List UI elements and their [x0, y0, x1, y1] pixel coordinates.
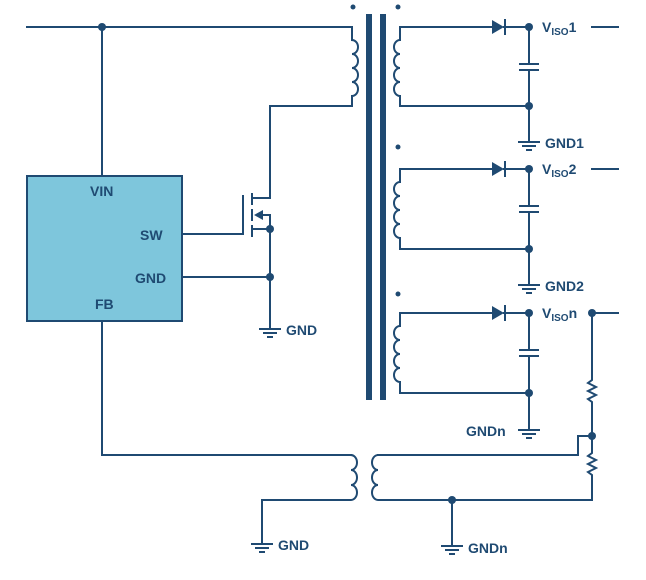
diode-icon — [492, 19, 506, 35]
diode-icon — [492, 305, 506, 321]
primary-ground-label: GND — [286, 322, 317, 338]
fb-wire — [101, 320, 352, 456]
secondary-winding-1 — [393, 26, 530, 107]
capacitor-icon — [519, 312, 539, 394]
pin-label-vin: VIN — [90, 183, 113, 199]
polarity-dot — [395, 144, 401, 150]
input-rail-wire — [26, 26, 353, 41]
ground-symbol-icon — [251, 543, 273, 553]
output-2: GND2 VISO2 — [393, 144, 619, 294]
transformer-core — [366, 14, 386, 400]
output-1: GND1 VISO1 — [393, 4, 619, 151]
secondary-winding-2 — [393, 168, 530, 250]
feedback-secondary-ground-label: GNDn — [468, 540, 508, 556]
polarity-dot — [350, 4, 356, 10]
feedback-primary-ground-label: GND — [278, 537, 309, 553]
ground-symbol-icon — [518, 141, 540, 151]
output-2-ground-label: GND2 — [545, 278, 584, 294]
ground-symbol-icon — [518, 429, 540, 439]
ground-symbol-icon — [441, 545, 463, 555]
primary-winding — [269, 38, 359, 179]
divider-tap-wire — [377, 435, 593, 456]
ground-symbol-icon — [259, 328, 281, 338]
pin-label-sw: SW — [140, 227, 163, 243]
controller-ic: VIN SW GND FB — [26, 175, 183, 322]
capacitor-icon — [519, 168, 539, 250]
polarity-dot — [395, 291, 401, 297]
output-1-voltage-label: VISO1 — [542, 19, 577, 38]
pin-label-gnd: GND — [135, 270, 166, 286]
secondary-winding-n — [393, 312, 530, 394]
output-n-voltage-label: VISOn — [542, 305, 577, 324]
diode-icon — [492, 161, 506, 177]
mosfet-arrow-icon — [254, 210, 263, 220]
output-2-voltage-label: VISO2 — [542, 161, 577, 180]
controller-ic-body — [26, 175, 183, 322]
capacitor-icon — [519, 26, 539, 107]
feedback-transformer-secondary — [371, 453, 453, 501]
ground-symbol-icon — [518, 284, 540, 294]
mosfet-drain — [251, 177, 271, 199]
sw-gate-wire — [181, 195, 244, 235]
polarity-dot — [395, 4, 401, 10]
mosfet-switch — [242, 177, 274, 237]
output-1-ground-label: GND1 — [545, 135, 584, 151]
output-n: GNDn VISOn — [393, 291, 619, 439]
resistor-icon — [451, 435, 599, 501]
feedback-transformer-primary — [261, 453, 358, 544]
resistor-icon — [585, 312, 599, 437]
feedback-divider — [377, 312, 599, 501]
output-n-ground-label: GNDn — [466, 423, 506, 439]
pin-label-fb: FB — [95, 296, 114, 312]
